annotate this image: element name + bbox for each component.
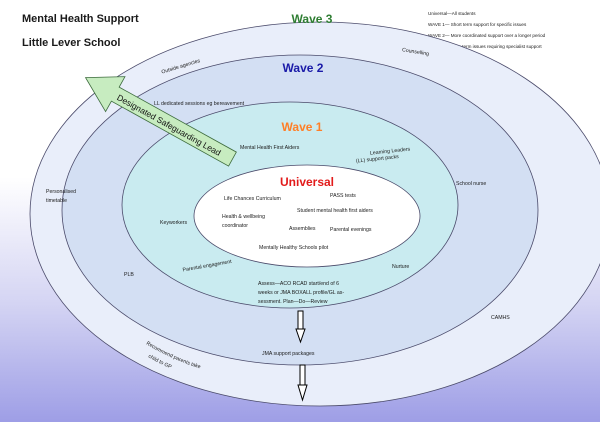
wave1-heading: Wave 1	[282, 120, 323, 134]
page-title: Mental Health Support	[22, 13, 139, 25]
keyworkers-label: Keyworkers	[160, 220, 188, 226]
learning-leaders-label-1: Learning Leaders	[370, 146, 411, 156]
legend: Universal—All students WAVE 1— Short ter…	[428, 11, 546, 49]
mhfa-label: Mental Health First Aiders	[240, 145, 300, 151]
pass-tests-label: PASS tests	[330, 193, 356, 199]
student-mhfa-label: Student mental health first aiders	[297, 208, 373, 214]
mhs-pilot-label: Mentally Healthy Schools pilot	[259, 245, 329, 251]
life-chances-label: Life Chances Curriculum	[224, 196, 281, 202]
health-wellbeing-label-1: Health & wellbeing	[222, 214, 265, 220]
wave2-heading: Wave 2	[283, 61, 324, 75]
down-arrow-1	[295, 310, 306, 344]
counselling-label: Counselling	[402, 47, 430, 57]
parental-evenings-label: Parental evenings	[330, 227, 372, 233]
legend-wave1: WAVE 1— Short term support for specific …	[428, 22, 527, 27]
personalised-timetable-label-1: Personalised	[46, 189, 76, 195]
nurture-label: Nurture	[392, 264, 409, 270]
assess-label-3: sessment. Plan—Do—Review	[258, 299, 328, 305]
down-arrow-2	[297, 364, 308, 402]
assess-label-1: Assess—ACO RCAD start/end of 6	[258, 281, 339, 287]
page-subtitle: Little Lever School	[22, 37, 120, 49]
assess-label-2: weeks or JMA BOXALL profile/GL as-	[258, 290, 344, 296]
learning-leaders-label-2: (LL) support packs	[356, 154, 400, 165]
legend-universal: Universal—All students	[428, 11, 476, 16]
assemblies-label: Assemblies	[289, 226, 316, 232]
jma-support-label: JMA support packages	[262, 351, 315, 357]
ll-dedicated-label: LL dedicated sessions eg bereavement	[154, 101, 245, 107]
school-nurse-label: School nurse	[456, 181, 486, 187]
health-wellbeing-label-2: coordinator	[222, 223, 248, 229]
personalised-timetable-label-2: timetable	[46, 198, 67, 204]
plb-label: PLB	[124, 272, 134, 278]
universal-ellipse	[193, 164, 421, 268]
universal-heading: Universal	[280, 175, 334, 189]
legend-wave2: WAVE 2— More coordinated support over a …	[428, 33, 546, 38]
legend-wave3: WAVE 3— Long term issues requiring speci…	[428, 44, 542, 49]
wave3-heading: Wave 3	[292, 12, 333, 26]
camhs-label: CAMHS	[491, 315, 510, 321]
